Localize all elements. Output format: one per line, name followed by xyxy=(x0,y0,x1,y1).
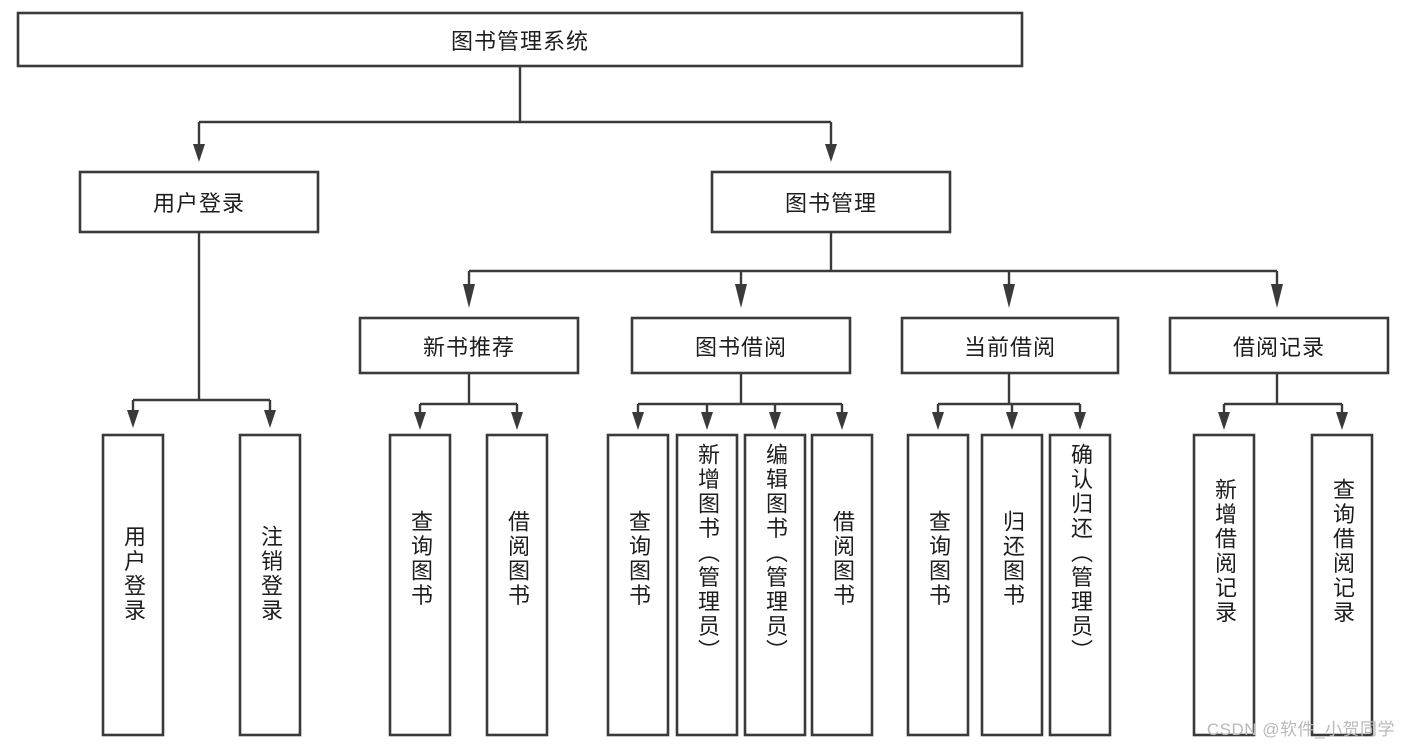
arrow-to-leaf-confirm-return xyxy=(1074,412,1086,430)
node-leaf-query-book-2[interactable] xyxy=(606,433,670,737)
node-leaf-logout[interactable] xyxy=(238,433,302,737)
node-current-borrow[interactable] xyxy=(900,316,1120,375)
arrow-to-book-manage xyxy=(825,144,837,162)
arrow-to-user-login xyxy=(193,144,205,162)
node-user-login[interactable] xyxy=(78,170,320,234)
connector-root-bus xyxy=(197,66,831,144)
node-leaf-edit-book[interactable] xyxy=(743,433,807,737)
arrow-to-leaf-borrow-book-2 xyxy=(836,412,848,430)
arrow-to-book-borrow xyxy=(735,284,747,308)
node-book-borrow[interactable] xyxy=(630,316,852,375)
node-leaf-add-record[interactable] xyxy=(1192,433,1256,737)
node-leaf-borrow-book-2[interactable] xyxy=(810,433,874,737)
node-leaf-user-login[interactable] xyxy=(101,433,165,737)
arrow-to-borrow-record xyxy=(1271,284,1283,308)
node-leaf-query-record[interactable] xyxy=(1310,433,1374,737)
arrow-to-leaf-borrow-book-1 xyxy=(511,412,523,430)
arrow-to-leaf-add-book xyxy=(701,412,713,430)
connector-currentborrow-bus xyxy=(936,373,1082,414)
arrow-to-current-borrow xyxy=(1003,284,1015,308)
watermark-text: CSDN @软件_小贺同学 xyxy=(1206,720,1395,739)
node-book-manage[interactable] xyxy=(710,170,952,234)
arrow-to-leaf-query-book-2 xyxy=(632,412,644,430)
node-leaf-confirm-return[interactable] xyxy=(1048,433,1112,737)
node-leaf-return-book[interactable] xyxy=(980,433,1044,737)
node-root[interactable] xyxy=(16,11,1024,68)
arrow-to-leaf-edit-book xyxy=(769,412,781,430)
node-leaf-borrow-book-1[interactable] xyxy=(485,433,549,737)
node-leaf-query-book-3[interactable] xyxy=(906,433,970,737)
arrow-to-leaf-logout xyxy=(264,410,276,428)
arrow-to-leaf-add-record xyxy=(1218,412,1230,430)
connector-newbook-bus xyxy=(418,373,519,414)
node-leaf-query-book-1[interactable] xyxy=(388,433,452,737)
connector-bookborrow-bus xyxy=(636,373,844,414)
arrow-to-leaf-return-book xyxy=(1006,412,1018,430)
arrow-to-leaf-query-book-3 xyxy=(932,412,944,430)
arrow-to-new-book-recommend xyxy=(463,284,475,308)
node-leaf-add-book[interactable] xyxy=(675,433,739,737)
node-borrow-record[interactable] xyxy=(1168,316,1390,375)
arrow-to-leaf-user-login xyxy=(127,410,139,428)
connector-userlogin-bus xyxy=(131,232,272,412)
node-new-book-recommend[interactable] xyxy=(358,316,580,375)
node-layer xyxy=(16,11,1390,737)
connector-layer xyxy=(127,66,1348,430)
arrow-to-leaf-query-book-1 xyxy=(414,412,426,430)
connector-borrowrecord-bus xyxy=(1222,373,1344,414)
arrow-to-leaf-query-record xyxy=(1336,412,1348,430)
connector-bookmanage-bus xyxy=(467,232,1279,286)
